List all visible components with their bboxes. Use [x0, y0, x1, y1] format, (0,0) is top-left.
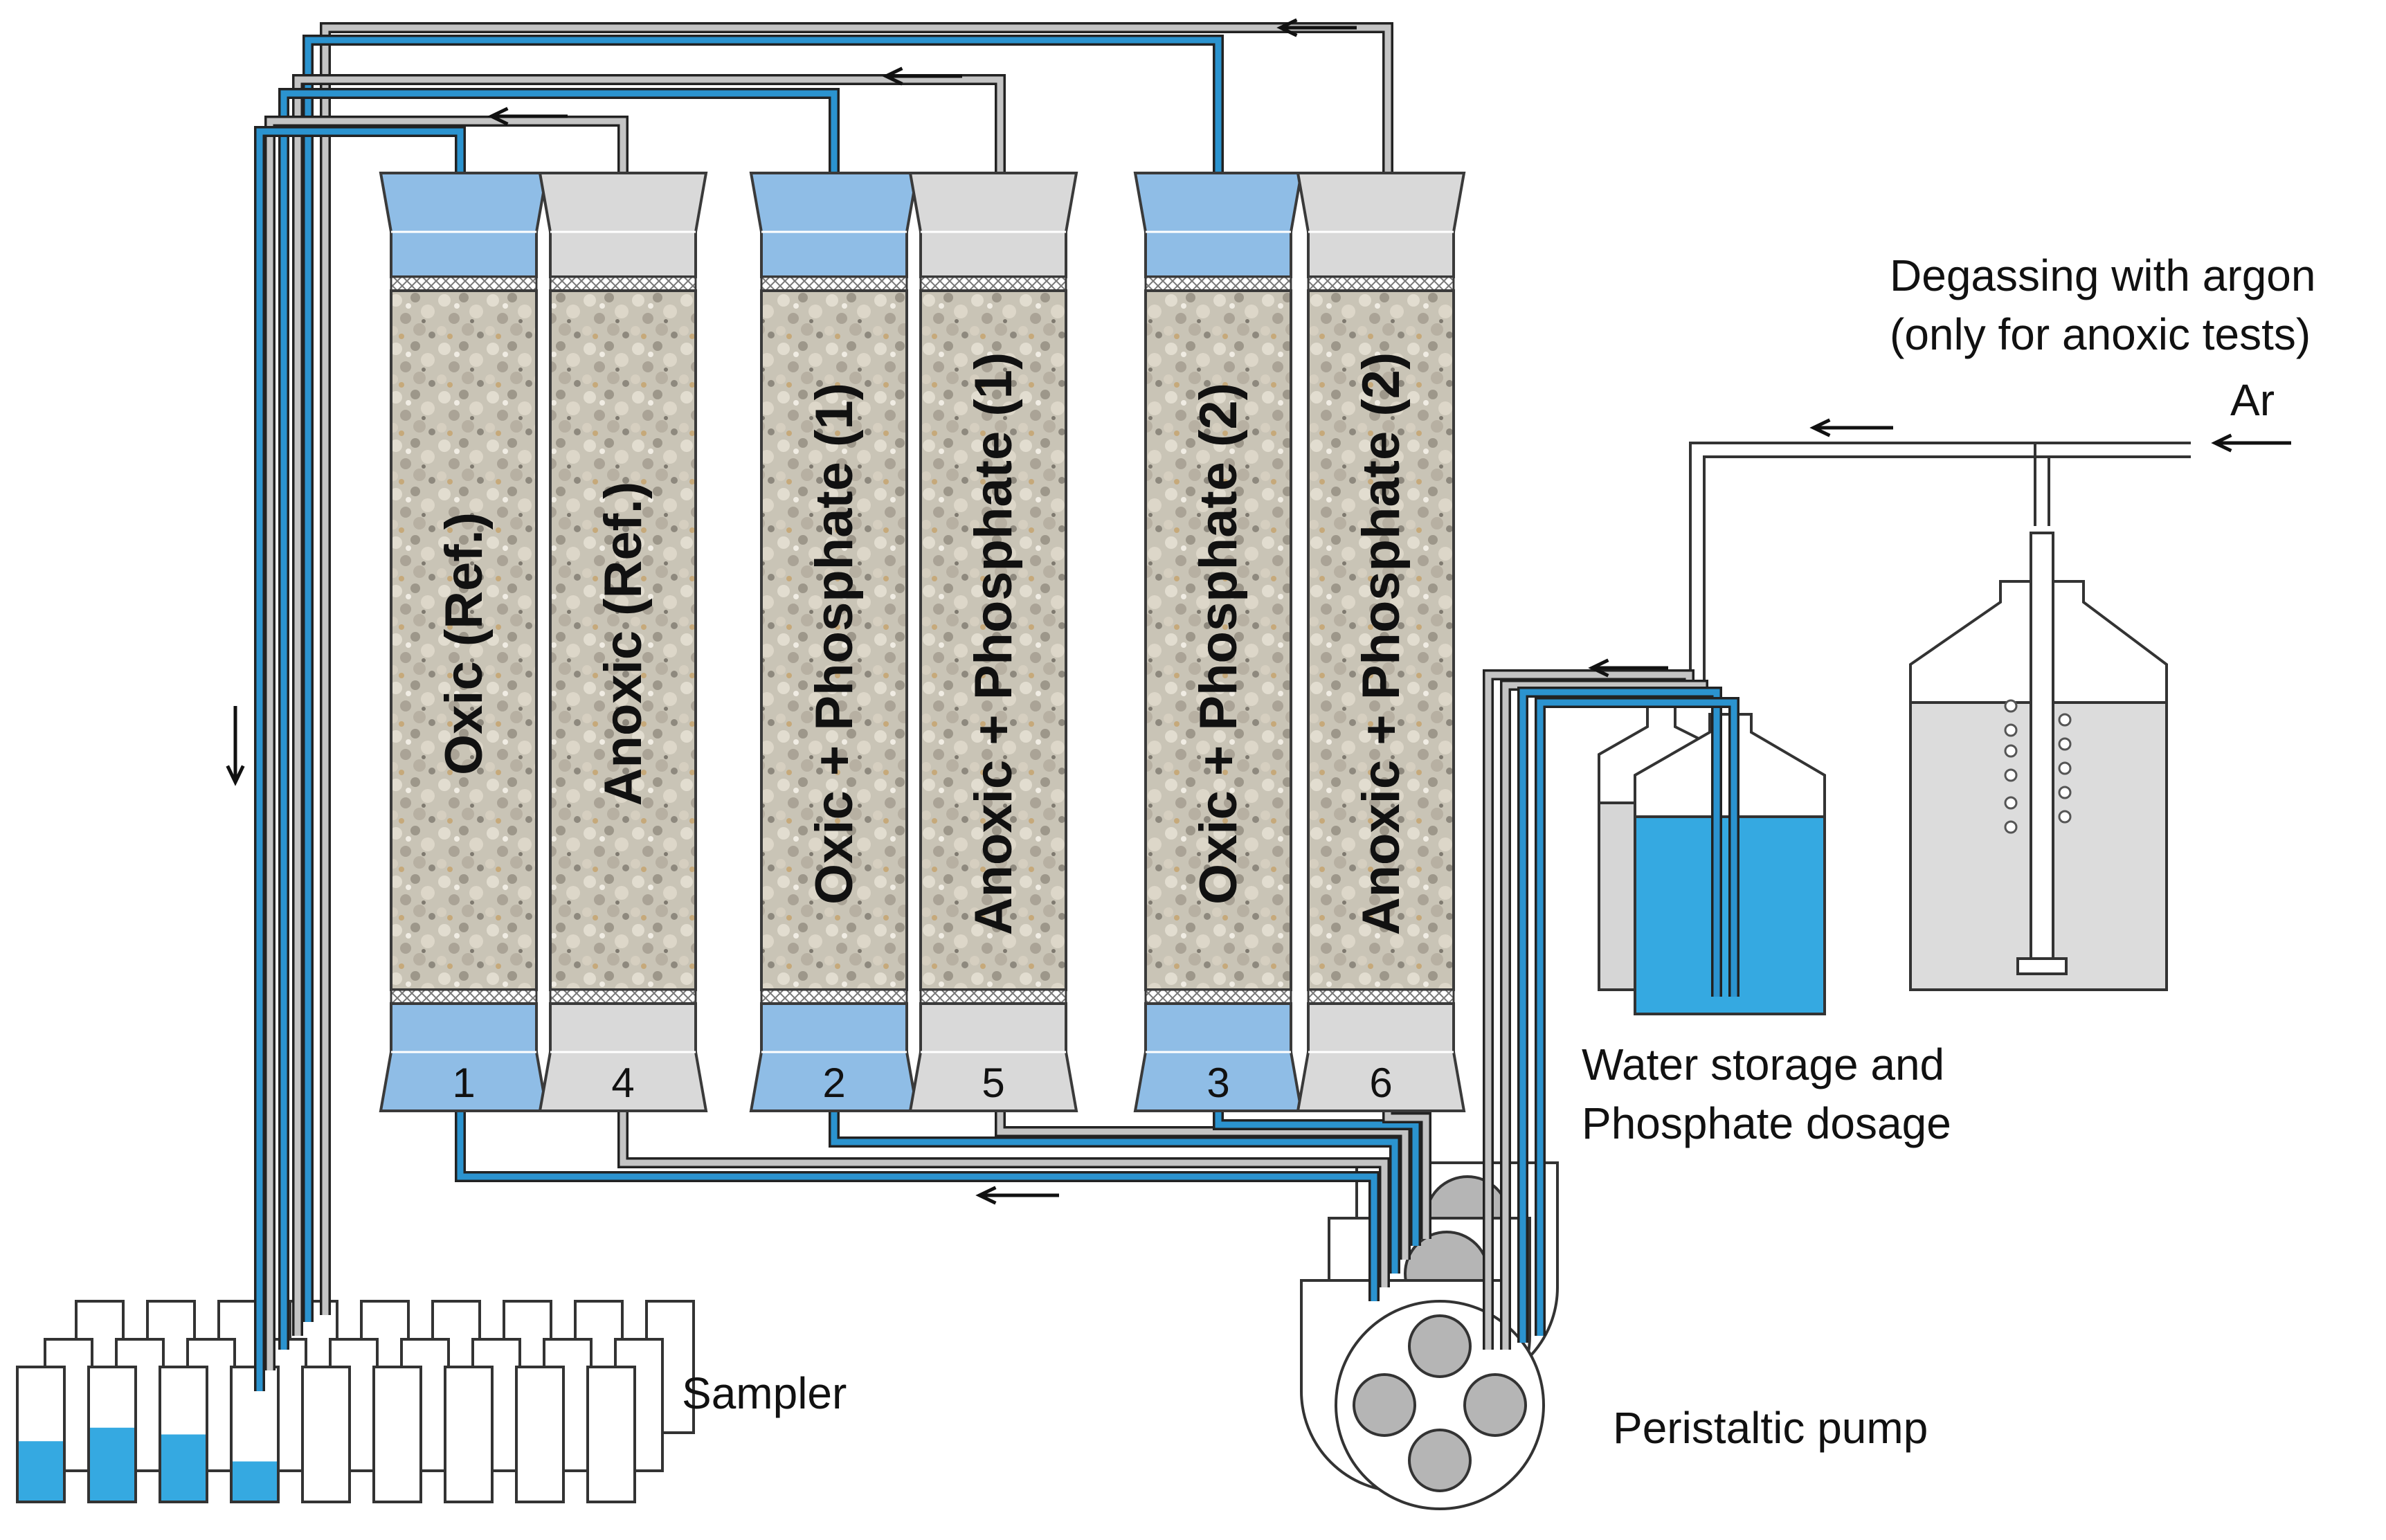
- inlet-tube-col2: [831, 1111, 1398, 1274]
- column-number: 5: [982, 1060, 1004, 1106]
- column-label: Oxic (Ref.): [435, 512, 494, 775]
- feed-tube-3: [1519, 689, 1720, 1343]
- column-top-cap: [1133, 172, 1303, 278]
- filter-mesh: [1144, 275, 1292, 292]
- filter-mesh: [549, 275, 697, 292]
- flow-direction-arrow-icon: [487, 107, 568, 126]
- column-number: 4: [611, 1060, 634, 1106]
- tubing: [254, 22, 1739, 1391]
- vial-liquid: [161, 1434, 206, 1501]
- column-label: Oxic + Phosphate (2): [1189, 383, 1248, 905]
- flow-direction-arrow-icon: [1809, 418, 1893, 437]
- sample-vial: [301, 1366, 351, 1503]
- argon-label: Ar: [2230, 375, 2275, 425]
- column-label: Anoxic + Phosphate (1): [964, 352, 1023, 936]
- gas-bubble-icon: [2004, 723, 2018, 737]
- column-5: Anoxic + Phosphate (1) 5: [908, 172, 1078, 1112]
- flow-direction-arrow-icon: [1276, 18, 1357, 37]
- flow-direction-arrow-icon: [975, 1186, 1059, 1205]
- pump-label: Peristaltic pump: [1613, 1403, 1928, 1453]
- sampler-label: Sampler: [682, 1368, 847, 1418]
- column-2: Oxic + Phosphate (1) 2: [749, 172, 919, 1112]
- filter-mesh: [1307, 275, 1455, 292]
- vial-liquid: [233, 1461, 277, 1501]
- outlet-tube-col6: [322, 24, 1391, 1315]
- flow-direction-arrow-icon: [2211, 433, 2291, 453]
- inlet-tube-col4: [620, 1111, 1388, 1287]
- column-label: Anoxic + Phosphate (2): [1352, 352, 1411, 936]
- column-number: 1: [452, 1060, 475, 1106]
- sample-vial: [372, 1366, 422, 1503]
- inlet-tube-col1: [457, 1111, 1377, 1301]
- inlet-tube-col5: [997, 1111, 1409, 1260]
- argon-gas-lines: [1689, 442, 2191, 699]
- column-label: Anoxic (Ref.): [594, 482, 653, 806]
- outlet-tube-col3: [305, 37, 1222, 1322]
- column-top-cap: [379, 172, 549, 278]
- column-4: Anoxic (Ref.) 4: [538, 172, 708, 1112]
- column-number: 3: [1206, 1060, 1229, 1106]
- filter-mesh: [390, 275, 538, 292]
- flow-direction-arrow-icon: [226, 706, 245, 786]
- column-6: Anoxic + Phosphate (2) 6: [1296, 172, 1466, 1112]
- sampler-vials: [16, 1300, 695, 1503]
- outlet-tube-col4: [266, 118, 626, 1370]
- sand-fill: [760, 289, 908, 991]
- gas-bubbles: [2004, 699, 2072, 834]
- degassing-note: (only for anoxic tests): [1890, 309, 2311, 359]
- column-label: Oxic + Phosphate (1): [805, 383, 864, 905]
- outlet-tube-col5: [294, 76, 1004, 1336]
- feed-tube-4: [1537, 699, 1737, 1336]
- filter-mesh: [919, 988, 1067, 1005]
- filter-mesh: [760, 275, 908, 292]
- column-number: 6: [1369, 1060, 1392, 1106]
- gas-bubble-icon: [2004, 820, 2018, 834]
- phosphate-dosage-label: Phosphate dosage: [1582, 1098, 1951, 1148]
- column-1: Oxic (Ref.) 1: [379, 172, 549, 1112]
- column-number: 2: [822, 1060, 845, 1106]
- flow-direction-arrow-icon: [882, 66, 962, 86]
- column-3: Oxic + Phosphate (2) 3: [1133, 172, 1303, 1112]
- gas-bubble-icon: [2058, 761, 2072, 775]
- inlet-tube-col6: [1384, 1111, 1429, 1239]
- sample-vial: [586, 1366, 636, 1503]
- sample-vial: [444, 1366, 494, 1503]
- sand-fill: [1144, 289, 1292, 991]
- degassing-label: Degassing with argon: [1890, 251, 2315, 300]
- columns-group: Oxic (Ref.) 1 Anoxic (Ref.) 4 Oxic + Phospha…: [379, 172, 1466, 1112]
- inlet-tube-col3: [1215, 1111, 1419, 1246]
- sand-fill: [1307, 289, 1455, 991]
- column-top-cap: [908, 172, 1078, 278]
- gas-bubble-icon: [2058, 737, 2072, 751]
- filter-mesh: [760, 988, 908, 1005]
- filter-mesh: [549, 988, 697, 1005]
- water-storage-label: Water storage and: [1582, 1040, 1944, 1089]
- column-top-cap: [749, 172, 919, 278]
- flow-direction-arrow-icon: [1588, 658, 1668, 678]
- flow-arrows: [226, 18, 2291, 1205]
- vial-liquid: [90, 1427, 134, 1501]
- filter-mesh: [1307, 988, 1455, 1005]
- degassing-bottle: [1909, 532, 2168, 991]
- filter-mesh: [1144, 988, 1292, 1005]
- gas-bubble-icon: [2004, 744, 2018, 758]
- gas-bubble-icon: [2058, 786, 2072, 799]
- column-top-cap: [538, 172, 708, 278]
- column-top-cap: [1296, 172, 1466, 278]
- outlet-tube-col1: [256, 128, 464, 1391]
- sample-vial: [515, 1366, 565, 1503]
- gas-bubble-icon: [2058, 713, 2072, 727]
- sand-fill: [919, 289, 1067, 991]
- gas-bubble-icon: [2004, 768, 2018, 782]
- gas-bubble-icon: [2004, 796, 2018, 810]
- filter-mesh: [390, 988, 538, 1005]
- gas-bubble-icon: [2004, 699, 2018, 713]
- gas-bubble-icon: [2058, 810, 2072, 824]
- outlet-tube-col2: [280, 90, 838, 1350]
- vial-liquid: [19, 1441, 63, 1501]
- filter-mesh: [919, 275, 1067, 292]
